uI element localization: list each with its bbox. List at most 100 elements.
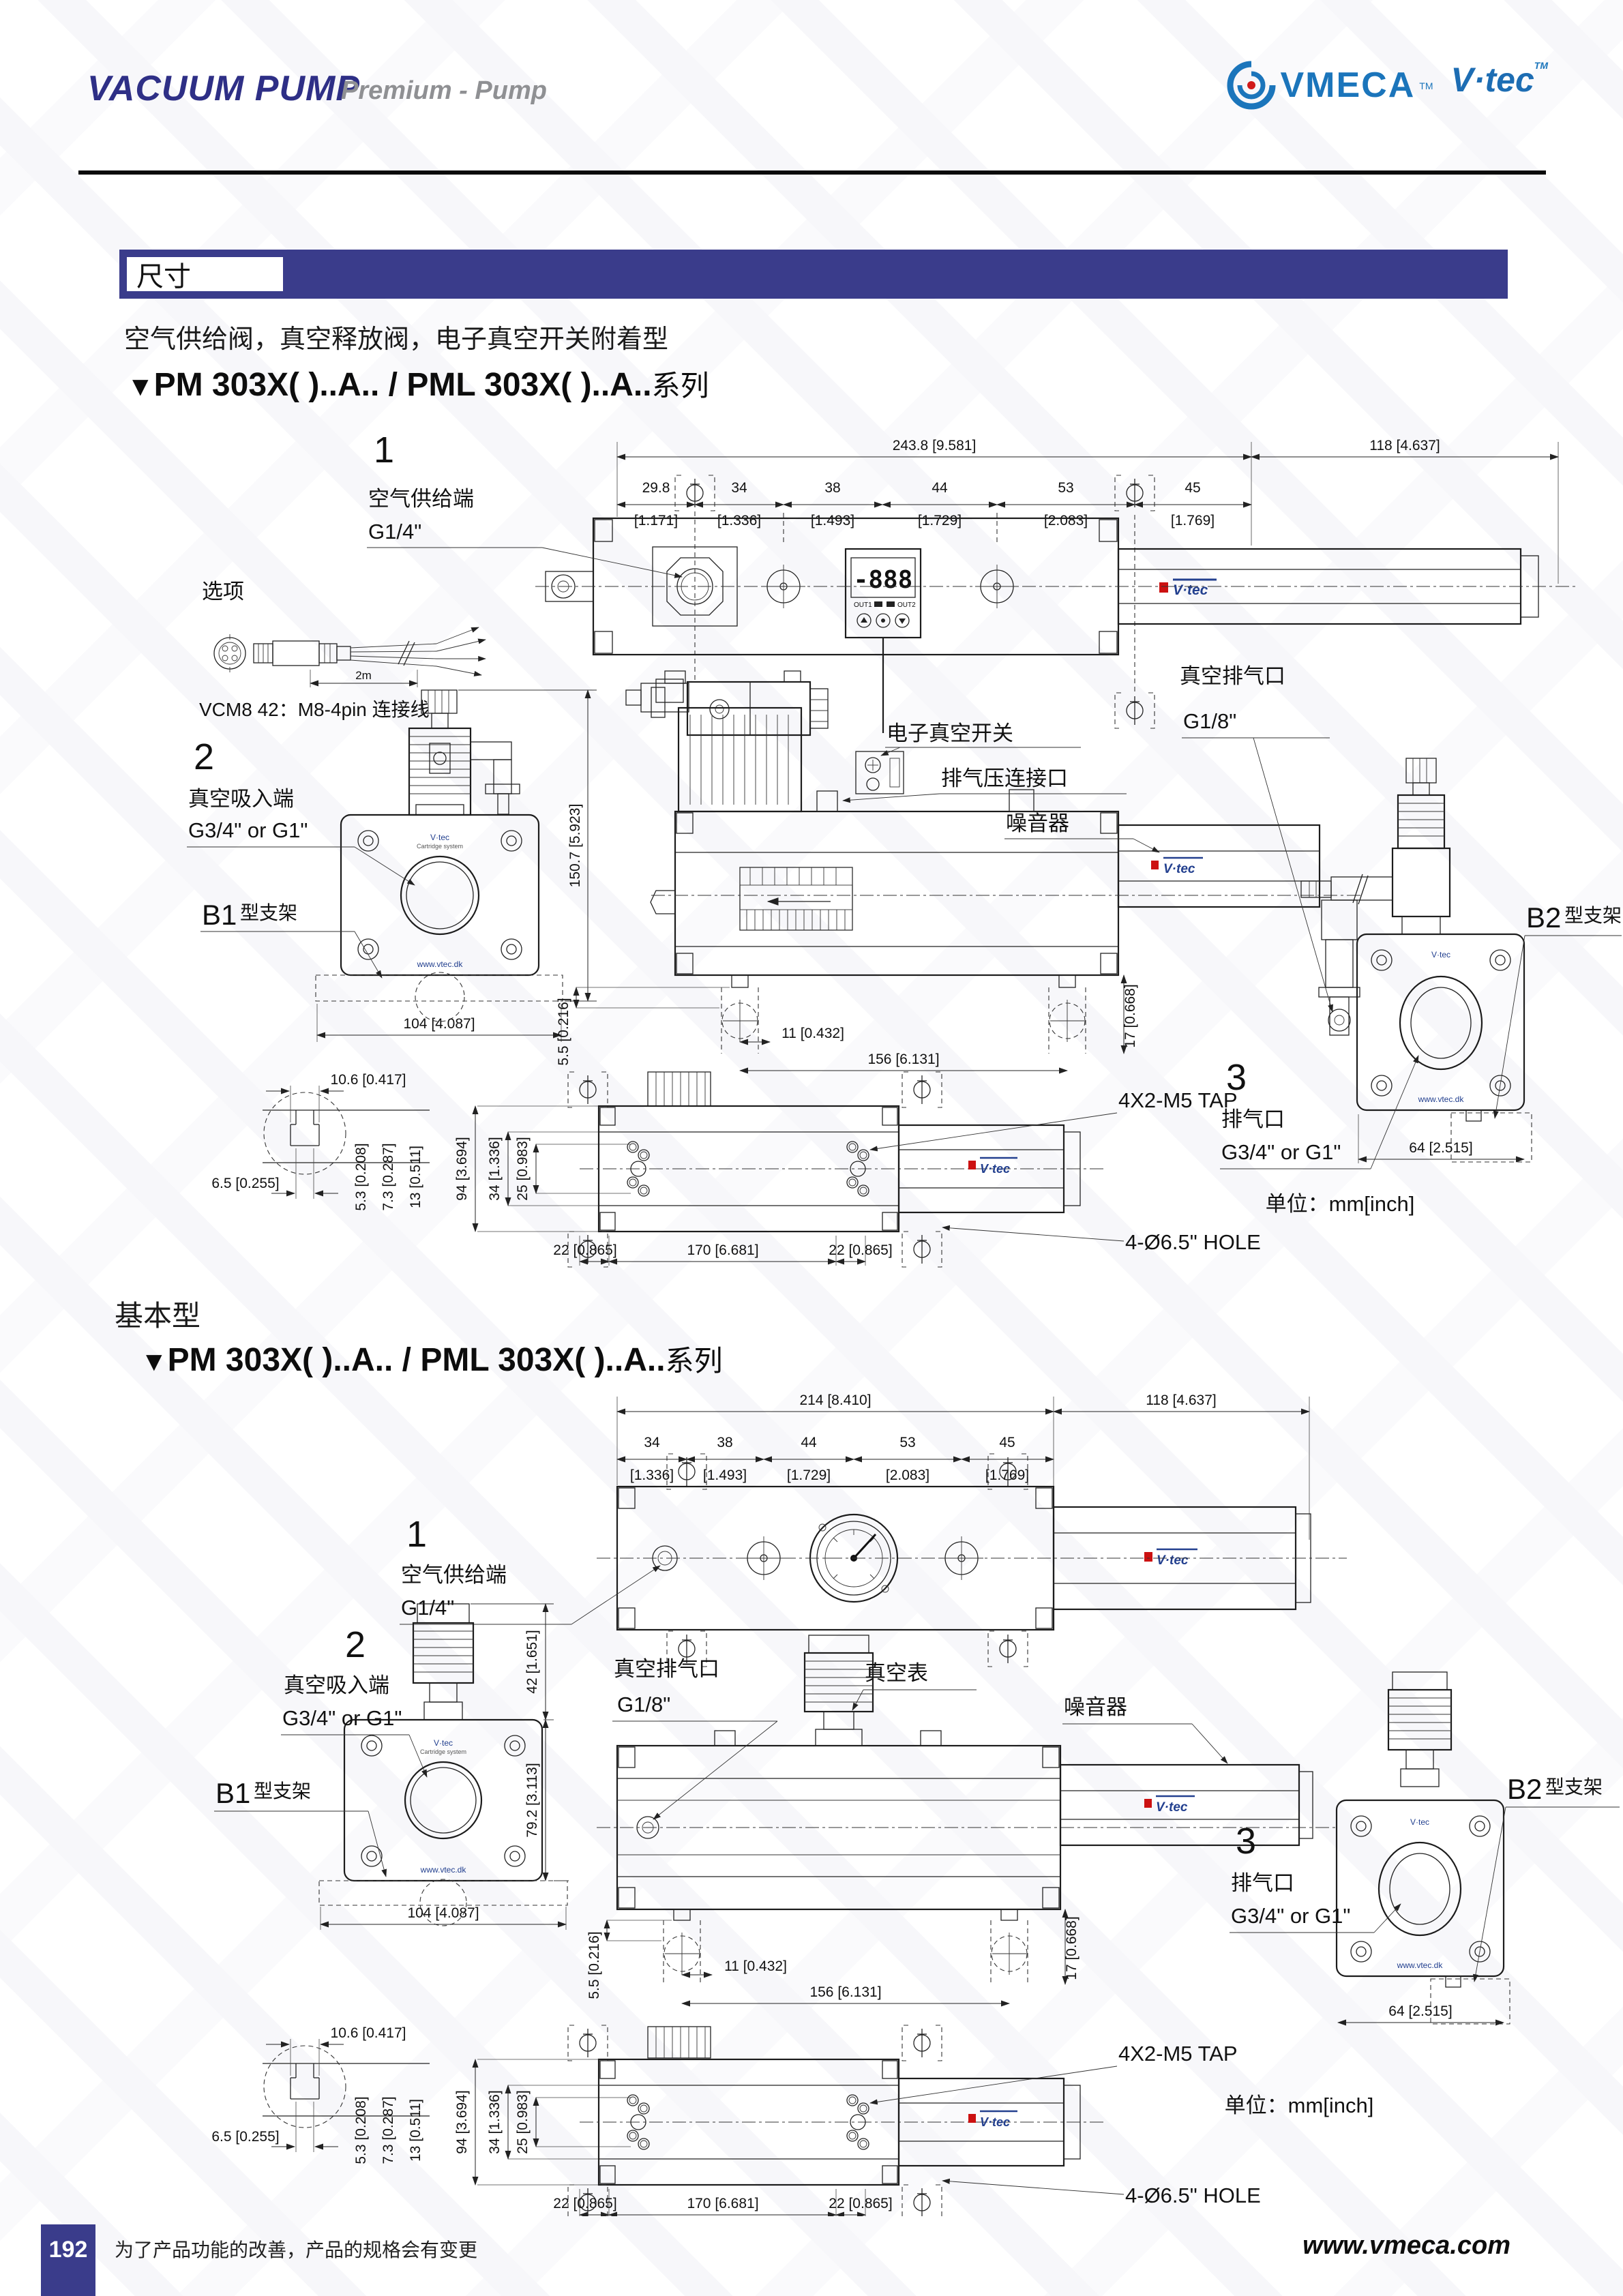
callout-line1: 排气口 <box>1231 1871 1294 1895</box>
seg-in: [1.336] <box>630 1467 674 1483</box>
callout-line1: 空气供给端 <box>368 487 474 511</box>
callout-exhaust-port: 3 排气口 G3/4" or G1" <box>1230 1821 1401 1933</box>
callout-line1: 真空吸入端 <box>188 787 294 811</box>
dim-slot-d3: 13 [0.511] <box>408 1146 423 1208</box>
dim-slot-top: 10.6 [0.417] <box>331 1072 406 1088</box>
seg-mm: 45 <box>999 1435 1015 1450</box>
attached-series-text: PM 303X( )..A.. / PML 303X( )..A.. <box>153 367 652 403</box>
vtec-logo: V·tecTM <box>1451 60 1548 100</box>
dim-foot-depth: 17 [0.668] <box>1122 984 1138 1047</box>
callout-number: 1 <box>406 1514 427 1555</box>
dim-hole-v2: 25 [0.983] <box>515 1137 531 1200</box>
vtec-tm: TM <box>1534 60 1548 71</box>
vtec-plate-logo: V·tec <box>1431 950 1450 959</box>
vtec-tube-logo-text: V·tec <box>980 1162 1010 1176</box>
dim-width: 104 [4.087] <box>407 1905 479 1921</box>
b1-label: B1 <box>202 899 237 931</box>
dim-total: 214 [8.410] <box>799 1392 871 1408</box>
seg-in: [1.729] <box>787 1467 831 1483</box>
callout-line2: G1/4" <box>401 1596 454 1620</box>
unit-note: 单位：mm[inch] <box>1225 2093 1374 2117</box>
option-cable-name: VCM8 42：M8-4pin 连接线 <box>199 699 430 720</box>
option-label: 选项 <box>202 580 244 603</box>
b2-label-suffix: 型支架 <box>1545 1776 1603 1798</box>
muffler-tube: V·tec <box>1117 824 1321 908</box>
seg-mm: 34 <box>644 1435 660 1450</box>
pump-side-view: V·tec 5.5 [0.216] 11 [0.432] 156 [6.131]… <box>586 1635 1337 2007</box>
basic-top-view: 214 [8.410] 118 [4.637] 34 38 44 53 45 [… <box>400 1392 1347 1667</box>
b1-label-suffix: 型支架 <box>254 1780 311 1802</box>
vmeca-swirl-icon <box>1227 61 1275 110</box>
dim-mid: 170 [6.681] <box>687 1242 758 1258</box>
vtec-site-text: www.vtec.dk <box>1397 1960 1444 1970</box>
seg-mm: 44 <box>932 480 948 496</box>
page-subtitle: Premium - Pump <box>341 76 547 105</box>
basic-series-suffix: 系列 <box>665 1345 723 1377</box>
vtec-plate-logo: V·tec <box>1410 1817 1429 1827</box>
basic-series-text: PM 303X( )..A.. / PML 303X( )..A.. <box>167 1342 666 1378</box>
dim-end1: 22 [0.865] <box>553 1242 616 1258</box>
clamp-symbol-icon <box>902 1231 942 1268</box>
clamp-symbol-icon <box>987 1630 1028 1667</box>
cable-length: 2m <box>355 669 372 682</box>
triangle-marker-icon: ▼ <box>127 372 154 402</box>
dim-foot-span: 156 [6.131] <box>867 1052 939 1067</box>
seg-mm: 38 <box>717 1435 732 1450</box>
section-bar-label: 尺寸 <box>127 257 283 292</box>
dim-height: 150.7 [5.923] <box>567 804 583 888</box>
seg-mm: 45 <box>1185 480 1200 496</box>
seg-mm: 34 <box>731 480 747 496</box>
vtec-tube-logo-text: V·tec <box>980 2115 1010 2129</box>
b2-bracket-view: V·tec www.vtec.dk B2 型支架 64 [2.515] <box>1335 1671 1620 2026</box>
dim-height: 79.2 [3.113] <box>524 1763 540 1837</box>
callout-line2: G1/4" <box>368 520 421 543</box>
label-vacuum-gauge: 真空表 <box>852 1661 977 1711</box>
dim-foot-offset: 11 [0.432] <box>781 1026 844 1041</box>
callout-number: 2 <box>194 736 214 777</box>
seg-mm: 29.8 <box>642 480 670 496</box>
basic-top-seg-chain: 34 38 44 53 45 [1.336] [1.493] [1.729] [… <box>616 1435 1054 1483</box>
seg-in: [1.493] <box>703 1467 747 1483</box>
mount-feet <box>663 1909 1028 1984</box>
label-vacuum-exhaust: 真空排气口 G1/8" <box>612 1657 778 1820</box>
dim-foot-span: 156 [6.131] <box>809 1984 881 2000</box>
dim-body-height: 94 [3.694] <box>454 2090 470 2153</box>
clamp-symbol-icon <box>674 475 715 511</box>
basic-bottom-view: 10.6 [0.417] 6.5 [0.255] 5.3 [0.208] 7.3… <box>211 2025 1373 2216</box>
seg-mm: 53 <box>899 1435 915 1450</box>
electronic-vacuum-switch-unit <box>855 751 904 794</box>
callout-line2: G3/4" or G1" <box>188 818 308 842</box>
b1-bracket-view: V·tec Cartridge system www.vtec.dk 150.7… <box>200 689 597 1042</box>
vmeca-tm: TM <box>1419 80 1433 91</box>
attached-top-seg-chain: 29.8 34 38 44 53 45 [1.171] [1.336] [1.4… <box>616 480 1252 528</box>
vtec-site-text: www.vtec.dk <box>417 959 464 969</box>
ejector-bottom: V·tec <box>897 2077 1081 2167</box>
cartridge-text: Cartridge system <box>417 843 463 850</box>
vtec-wordmark: V·tec <box>1450 61 1534 99</box>
dim-b2-width: 64 [2.515] <box>1409 1140 1472 1156</box>
callout-number: 3 <box>1226 1057 1247 1098</box>
b1-label-suffix: 型支架 <box>240 902 297 923</box>
seg-mm: 53 <box>1058 480 1073 496</box>
footer-website: www.vmeca.com <box>1302 2231 1510 2260</box>
display-out2: OUT2 <box>897 601 916 609</box>
dim-muffler-height: 42 [1.651] <box>524 1630 540 1693</box>
vtec-tube-logo-text: V·tec <box>1156 1800 1188 1815</box>
vtec-site-text: www.vtec.dk <box>420 1865 467 1875</box>
dim-foot-height: 5.5 [0.216] <box>586 1931 602 1999</box>
dim-slot-d2: 7.3 [0.287] <box>381 2096 396 2164</box>
seg-in: [1.769] <box>1171 513 1215 528</box>
dim-slot-d1: 5.3 [0.208] <box>353 2096 369 2164</box>
dim-foot-depth: 17 [0.668] <box>1064 1916 1079 1980</box>
cartridge-text: Cartridge system <box>420 1748 466 1755</box>
dim-right: 118 [4.637] <box>1146 1392 1217 1408</box>
clamp-symbol-icon <box>567 2025 608 2061</box>
b2-label: B2 <box>1507 1773 1542 1805</box>
attached-series-title: ▼PM 303X( )..A.. / PML 303X( )..A..系列 <box>127 363 709 404</box>
mount-feet <box>721 974 1086 1054</box>
dim-end1: 22 [0.865] <box>553 2196 616 2211</box>
seg-in: [1.171] <box>634 513 678 528</box>
footer-note: 为了产品功能的改善，产品的规格会有变更 <box>115 2239 478 2261</box>
seg-in: [1.493] <box>811 513 854 528</box>
dim-slot-d3: 13 [0.511] <box>408 2099 423 2162</box>
